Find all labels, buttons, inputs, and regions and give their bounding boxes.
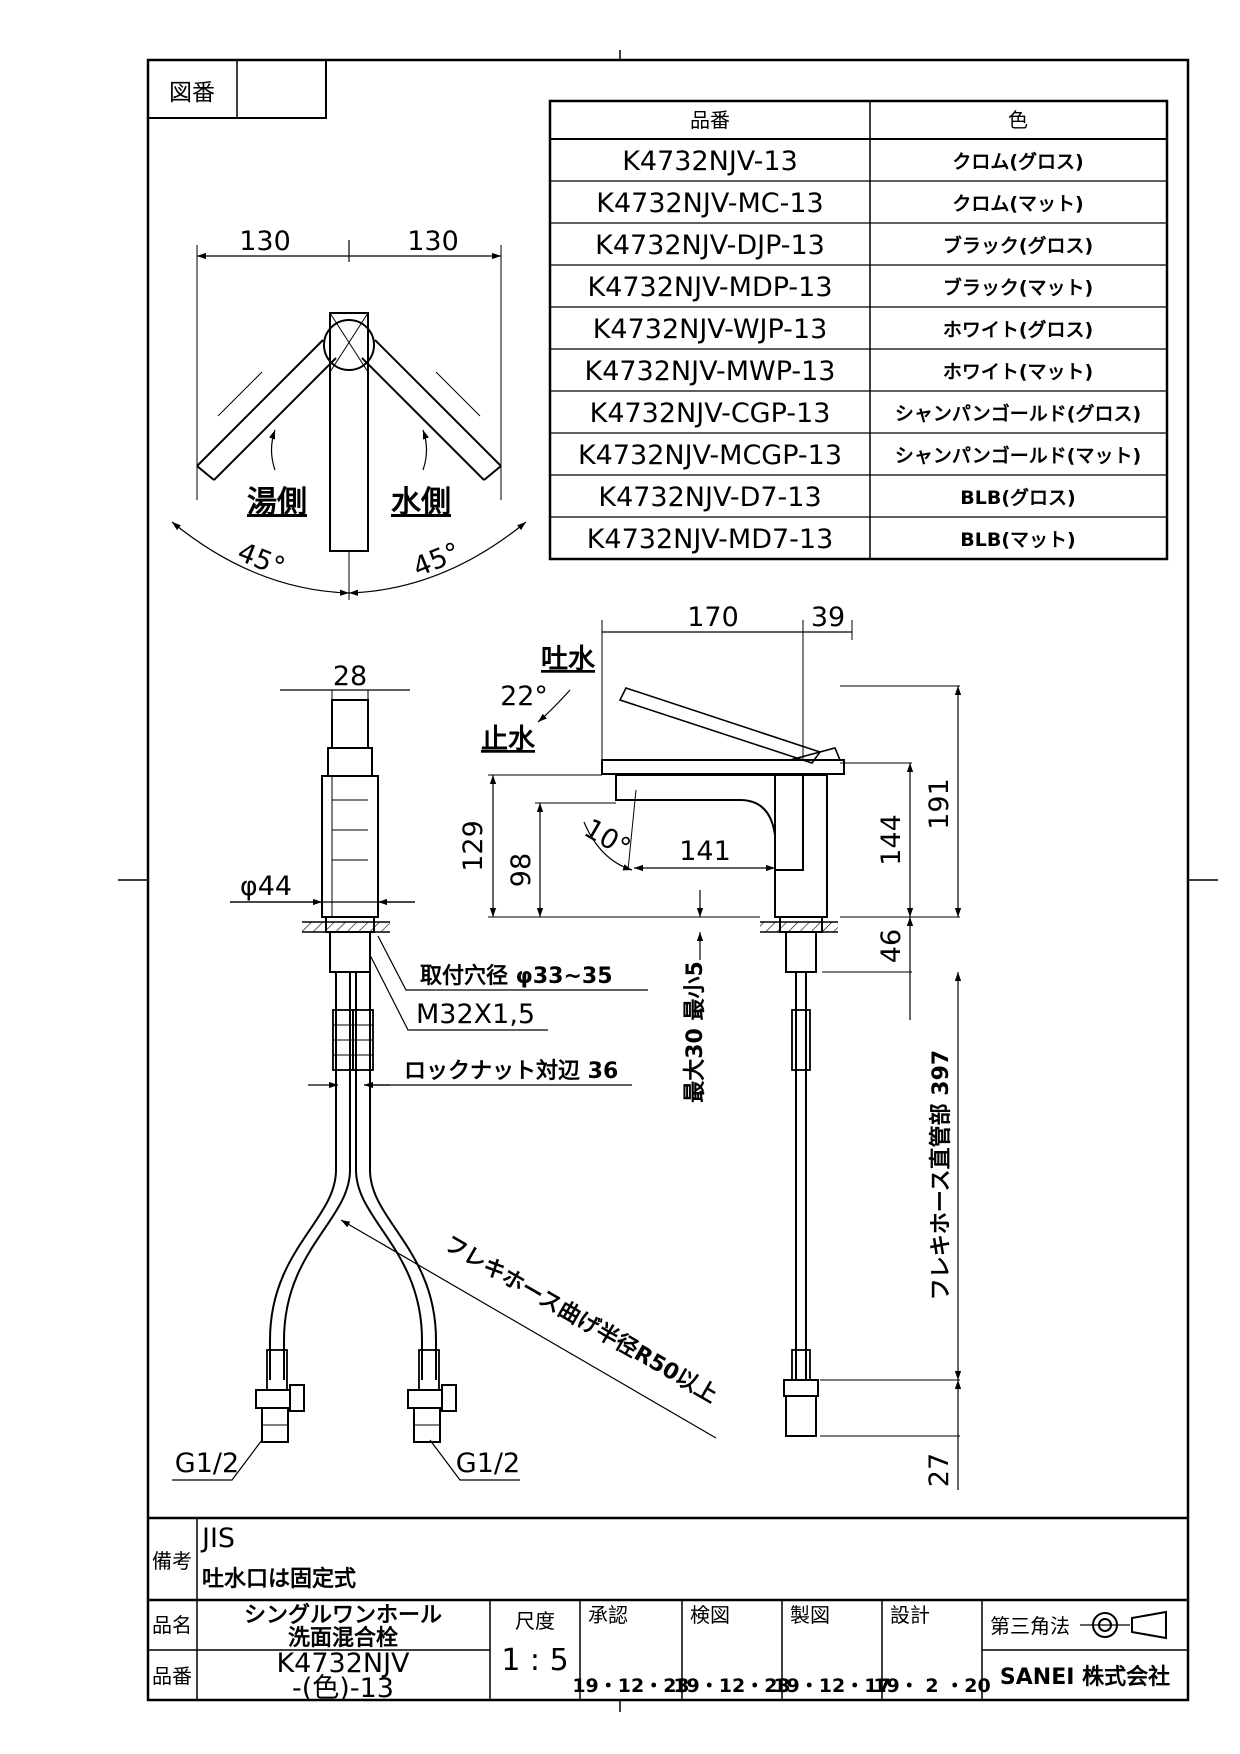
number-line2: -(色)-13 [292, 1673, 394, 1704]
variant-code: K4732NJV-WJP-13 [593, 314, 828, 345]
side-view-labels: 170 39 吐水 22° 止水 129 98 10° 141 144 191 … [458, 602, 955, 1487]
dim-diameter: φ44 [240, 871, 292, 902]
variant-color: シャンパンゴールド(マット) [895, 444, 1141, 467]
variant-code: K4732NJV-MC-13 [596, 188, 823, 219]
company-name: SANEI 株式会社 [1000, 1664, 1170, 1690]
dim-body: 39 [811, 602, 845, 633]
dim-width: 28 [333, 661, 367, 692]
dim-spout: 170 [687, 602, 739, 633]
name-label: 品名 [152, 1613, 192, 1637]
dim-top-right: 130 [407, 226, 459, 257]
top-view-labels: 130 130 湯側 水側 45° 45° [233, 226, 465, 583]
mount-hole-label: 取付穴径 φ33~35 [420, 963, 613, 989]
table-header-code: 品番 [690, 108, 730, 132]
connection-left-label: G1/2 [175, 1448, 239, 1479]
approved-label: 承認 [588, 1603, 628, 1627]
variant-code: K4732NJV-MD7-13 [587, 524, 834, 555]
dim-141: 141 [679, 836, 731, 867]
name-line1: シングルワンホール [244, 1602, 442, 1628]
variant-color: ホワイト(グロス) [943, 318, 1093, 341]
dim-191: 191 [924, 778, 955, 830]
variant-color: クロム(グロス) [952, 150, 1083, 173]
variant-color: クロム(マット) [952, 193, 1083, 215]
variant-code: K4732NJV-D7-13 [598, 482, 821, 513]
top-view [171, 240, 527, 600]
variant-color: シャンパンゴールド(グロス) [895, 402, 1141, 425]
connection-right-label: G1/2 [456, 1448, 520, 1479]
variant-code: K4732NJV-MCGP-13 [578, 440, 842, 471]
number-line1: K4732NJV [276, 1648, 410, 1679]
lever-angle-label: 22° [500, 681, 548, 712]
front-view-labels: 28 φ44 取付穴径 φ33~35 M32X1,5 ロックナット対辺 36 フ… [175, 661, 722, 1479]
dim-top-left: 130 [239, 226, 291, 257]
cold-side-label: 水側 [391, 485, 451, 520]
number-label: 品番 [152, 1664, 192, 1688]
spout-angle-label: 10° [579, 813, 636, 864]
spout-close-label: 止水 [481, 724, 536, 755]
checked-label: 検図 [690, 1603, 730, 1627]
variant-color: BLB(グロス) [960, 486, 1075, 509]
title-block-labels: 品名 シングルワンホール 洗面混合栓 品番 K4732NJV -(色)-13 尺… [152, 1602, 1170, 1704]
dim-129: 129 [458, 820, 489, 872]
drawn-label: 製図 [790, 1603, 830, 1627]
scale-label: 尺度 [515, 1609, 555, 1633]
variant-color: ホワイト(マット) [943, 361, 1093, 383]
variant-code: K4732NJV-DJP-13 [595, 230, 825, 261]
variant-table: 品番 色 K4732NJV-13 クロム(グロス) K4732NJV-MC-13 クロ… [548, 99, 1169, 561]
angle-left-label: 45° [233, 537, 289, 584]
side-view [488, 620, 962, 1490]
dim-27: 27 [924, 1453, 955, 1487]
drawn-date: 19・12・17 [773, 1675, 890, 1697]
front-view [172, 689, 717, 1481]
variant-color: BLB(マット) [960, 529, 1075, 551]
notes-label: 備考 [152, 1549, 192, 1573]
counter-thickness-label: 最大30 最小5 [683, 961, 708, 1103]
notes-line2: 吐水口は固定式 [202, 1566, 356, 1592]
variant-rows: K4732NJV-13 クロム(グロス) K4732NJV-MC-13 クロム(マット… [550, 138, 1167, 555]
thread-label: M32X1,5 [416, 999, 535, 1030]
designed-date: 19・ 2 ・20 [873, 1675, 990, 1697]
hose-bend-label: フレキホース曲げ半径R50以上 [440, 1231, 722, 1409]
variant-code: K4732NJV-MDP-13 [587, 272, 832, 303]
dim-98: 98 [506, 853, 537, 887]
notes-section: 備考 JIS 吐水口は固定式 [148, 1516, 1188, 1700]
designed-label: 設計 [890, 1603, 930, 1627]
lock-nut-label: ロックナット対辺 36 [404, 1059, 618, 1084]
drawing-frame [118, 50, 1218, 1712]
variant-code: K4732NJV-MWP-13 [585, 356, 836, 387]
hose-length-label: フレキホース直管部 397 [928, 1050, 954, 1300]
title-block [148, 1598, 1188, 1700]
projection-label: 第三角法 [990, 1614, 1070, 1638]
variant-code: K4732NJV-CGP-13 [590, 398, 831, 429]
spout-open-label: 吐水 [541, 644, 596, 675]
drawing-number-label: 図番 [169, 80, 215, 106]
approved-date: 19・12・23 [572, 1675, 689, 1697]
variant-color: ブラック(マット) [943, 276, 1093, 299]
table-header-color: 色 [1008, 108, 1028, 132]
hot-side-label: 湯側 [247, 485, 307, 520]
checked-date: 19・12・23 [673, 1675, 790, 1697]
angle-right-label: 45° [409, 537, 465, 584]
variant-color: ブラック(グロス) [943, 234, 1093, 257]
variant-code: K4732NJV-13 [622, 146, 798, 177]
name-line2: 洗面混合栓 [288, 1625, 398, 1651]
notes-line1: JIS [200, 1523, 235, 1554]
dim-46: 46 [876, 929, 907, 963]
scale-value: 1 : 5 [501, 1643, 568, 1678]
drawing-number-box: 図番 [147, 59, 327, 119]
dim-144: 144 [876, 814, 907, 866]
